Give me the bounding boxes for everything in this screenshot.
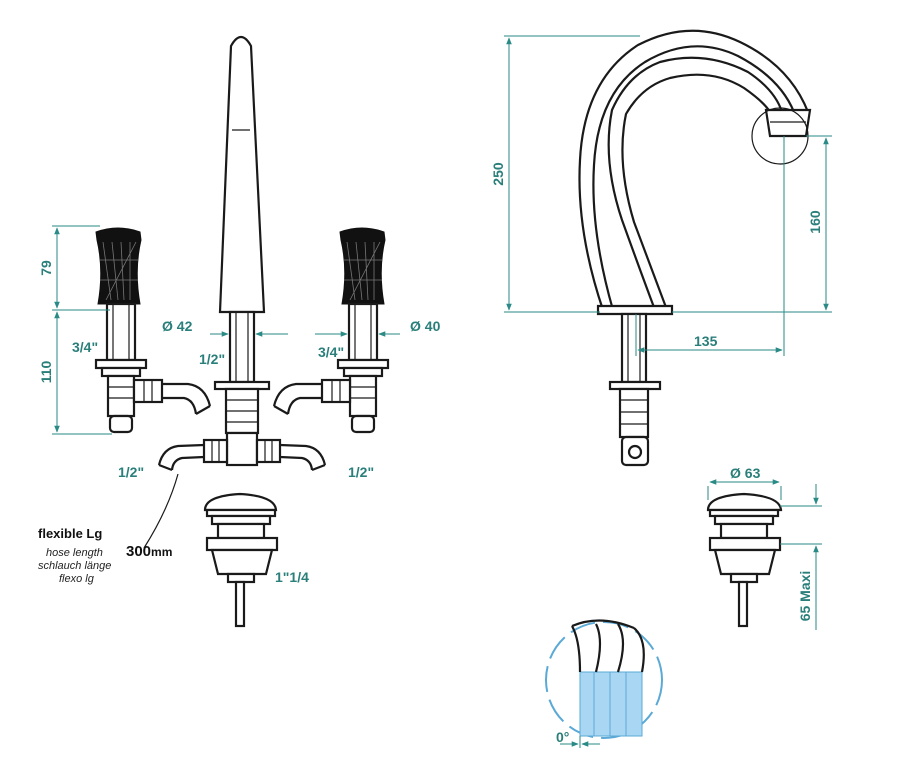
dim-left-vertical	[52, 225, 112, 435]
thread-right-hose: 1/2"	[348, 464, 374, 480]
dim-spout-height: 250	[490, 162, 506, 186]
thread-center: 1/2"	[199, 351, 225, 367]
hose-length-value: 300	[126, 543, 151, 560]
hose-title: flexible Lg	[38, 526, 102, 541]
front-drain	[203, 492, 279, 628]
dim-body-height: 110	[38, 360, 54, 383]
thread-left-valve: 3/4"	[72, 339, 98, 355]
hose-length-unit: mm	[151, 545, 172, 559]
hose-line-2: schlauch länge	[38, 560, 111, 572]
thread-right-valve: 3/4"	[318, 344, 344, 360]
outlet-detail	[545, 619, 663, 748]
thread-drain: 1"1/4	[275, 569, 309, 585]
hose-line-3: flexo lg	[59, 573, 95, 585]
dim-right-diameter: Ø 40	[410, 318, 441, 334]
dim-handle-height: 79	[38, 260, 54, 276]
right-valve	[272, 227, 390, 434]
side-view	[504, 29, 832, 467]
dim-drain-diameter: Ø 63	[730, 465, 761, 481]
side-drain	[706, 479, 822, 630]
dim-left-diameter: Ø 42	[162, 318, 193, 334]
center-spout	[157, 35, 327, 472]
dim-spout-reach: 135	[694, 333, 718, 349]
hose-length: 300mm	[126, 543, 172, 560]
front-view	[52, 35, 400, 628]
thread-left-hose: 1/2"	[118, 464, 144, 480]
dim-outlet-height: 160	[807, 210, 823, 234]
hose-leader	[143, 473, 179, 549]
dim-drain-depth: 65 Maxi	[797, 571, 813, 622]
dim-angle: 0°	[556, 729, 569, 745]
gooseneck-spout	[578, 29, 812, 467]
hose-line-1: hose length	[46, 547, 103, 559]
left-valve	[94, 227, 212, 434]
